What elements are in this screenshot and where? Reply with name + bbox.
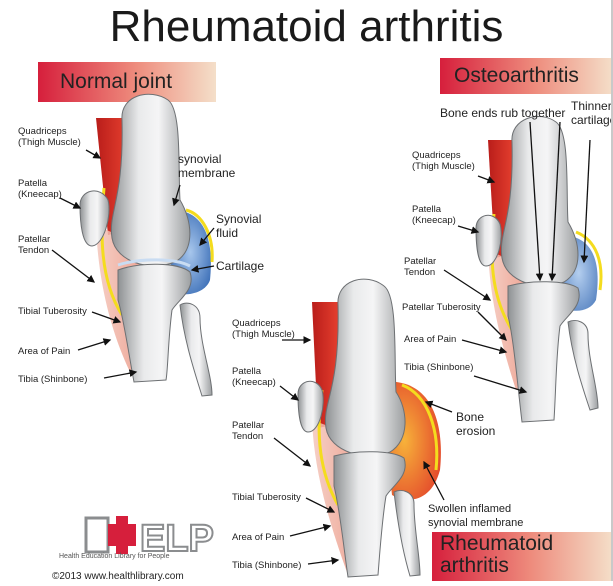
rheuma-tibia-label: Tibia (Shinbone) — [232, 560, 301, 571]
osteo-bone-ends-label: Bone ends rub together — [440, 106, 565, 120]
arrow-osteo-pain — [462, 340, 506, 352]
arrow-rheuma-patella — [280, 386, 298, 400]
normal-synovial-membrane-label: synovial membrane — [178, 152, 235, 180]
arrow-normal-tibia — [104, 372, 136, 378]
arrow-osteo-thinner — [584, 140, 590, 262]
normal-quadriceps-label: Quadriceps (Thigh Muscle) — [18, 126, 81, 148]
normal-tibia-label: Tibia (Shinbone) — [18, 374, 87, 385]
arrow-osteo-tendon — [444, 270, 490, 300]
normal-tendon-label: Patellar Tendon — [18, 234, 50, 256]
osteo-tuberosity-label: Patellar Tuberosity — [402, 302, 481, 313]
arrow-rheuma-tendon — [274, 438, 310, 466]
osteo-tibia-label: Tibia (Shinbone) — [404, 362, 473, 373]
arrow-normal-tendon — [52, 250, 94, 282]
arrow-rheuma-tibia — [308, 560, 338, 564]
rheuma-erosion-label: Bone erosion — [456, 410, 495, 438]
rheuma-quadriceps-label: Quadriceps (Thigh Muscle) — [232, 318, 295, 340]
rheumatoid-banner-line2: arthritis — [440, 555, 553, 577]
copyright-text: ©2013 www.healthlibrary.com — [52, 571, 184, 582]
arrow-normal-pain — [78, 340, 110, 350]
arrow-normal-quadriceps — [86, 150, 100, 158]
osteo-quadriceps-label: Quadriceps (Thigh Muscle) — [412, 150, 475, 172]
rheuma-tuberosity-label: Tibial Tuberosity — [232, 492, 301, 503]
normal-patella-label: Patella (Kneecap) — [18, 178, 62, 200]
rheuma-patella-label: Patella (Kneecap) — [232, 366, 276, 388]
rheumatoid-banner: Rheumatoid arthritis — [418, 533, 553, 577]
arrow-osteo-patella — [458, 226, 478, 232]
normal-tuberosity-label: Tibial Tuberosity — [18, 306, 87, 317]
osteo-pain-label: Area of Pain — [404, 334, 456, 345]
rheuma-tendon-label: Patellar Tendon — [232, 420, 264, 442]
normal-synovial-fluid-label: Synovial fluid — [216, 212, 261, 240]
arrow-normal-patella — [60, 198, 80, 208]
normal-pain-label: Area of Pain — [18, 346, 70, 357]
rheuma-pain-label: Area of Pain — [232, 532, 284, 543]
osteoarthritis-banner: Osteoarthritis — [436, 57, 579, 95]
arrow-rheuma-pain — [290, 526, 330, 536]
rheuma-swollen-label: Swollen inflamed synovial membrane — [428, 502, 523, 530]
osteo-thinner-cartilage-label: Thinner cartilage — [571, 99, 613, 127]
osteo-knee — [476, 116, 601, 422]
osteo-tendon-label: Patellar Tendon — [404, 256, 436, 278]
normal-joint-banner: Normal joint — [38, 63, 172, 101]
normal-cartilage-label: Cartilage — [216, 259, 264, 273]
osteo-patella-label: Patella (Kneecap) — [412, 204, 456, 226]
help-tagline: Health Education Library for People — [59, 553, 170, 560]
rheumatoid-banner-line1: Rheumatoid — [440, 533, 553, 555]
page-title: Rheumatoid arthritis — [0, 2, 613, 52]
normal-knee — [80, 94, 212, 396]
